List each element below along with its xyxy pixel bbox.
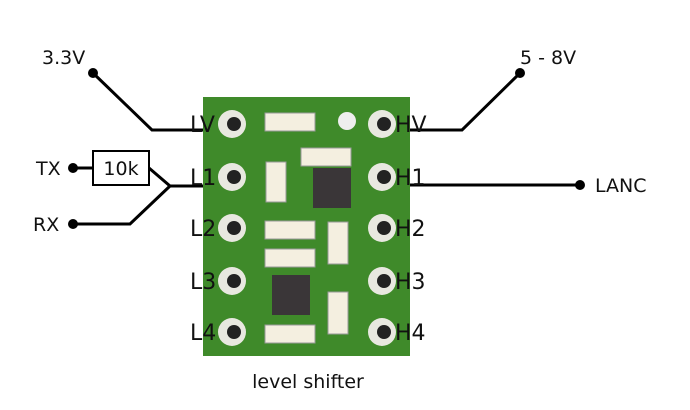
pin-label: H2 (395, 217, 426, 242)
wire-rx (73, 184, 172, 226)
pad-hole-icon (377, 117, 391, 131)
caption: level shifter (252, 371, 364, 393)
rx-label: RX (33, 214, 59, 236)
mounting-dot (338, 112, 356, 130)
pin-label: L1 (190, 166, 216, 191)
pin-label: L2 (190, 217, 216, 242)
supply-low-label: 3.3V (42, 47, 85, 69)
pad-hole-icon (227, 221, 241, 235)
pad-hole-icon (377, 170, 391, 184)
pin-label: L4 (190, 321, 216, 346)
pin-label: H4 (395, 321, 426, 346)
pad-hole-icon (377, 221, 391, 235)
wire-5-8v (410, 71, 522, 132)
pcb-board (203, 97, 410, 356)
pin-label: L3 (190, 270, 216, 295)
tx-label: TX (35, 158, 61, 180)
pin-label: H1 (395, 166, 426, 191)
lanc-label: LANC (595, 175, 647, 197)
ic-chips (272, 168, 351, 315)
pad-hole-icon (377, 274, 391, 288)
pin-label: LV (190, 113, 215, 138)
resistor-10k (92, 150, 150, 186)
pad-hole-icon (227, 274, 241, 288)
pin-label: HV (395, 113, 427, 138)
terminal-dots (68, 68, 585, 229)
wires (73, 71, 580, 226)
pad-hole-icon (227, 117, 241, 131)
pin-label: H3 (395, 270, 426, 295)
supply-high-label: 5 - 8V (520, 47, 576, 69)
pad-hole-icon (227, 325, 241, 339)
resistor-label: 10k (103, 158, 138, 180)
smd-resistors (264, 112, 352, 344)
pad-hole-icon (377, 325, 391, 339)
wire-3v3 (91, 71, 205, 132)
pad-hole-icon (227, 170, 241, 184)
